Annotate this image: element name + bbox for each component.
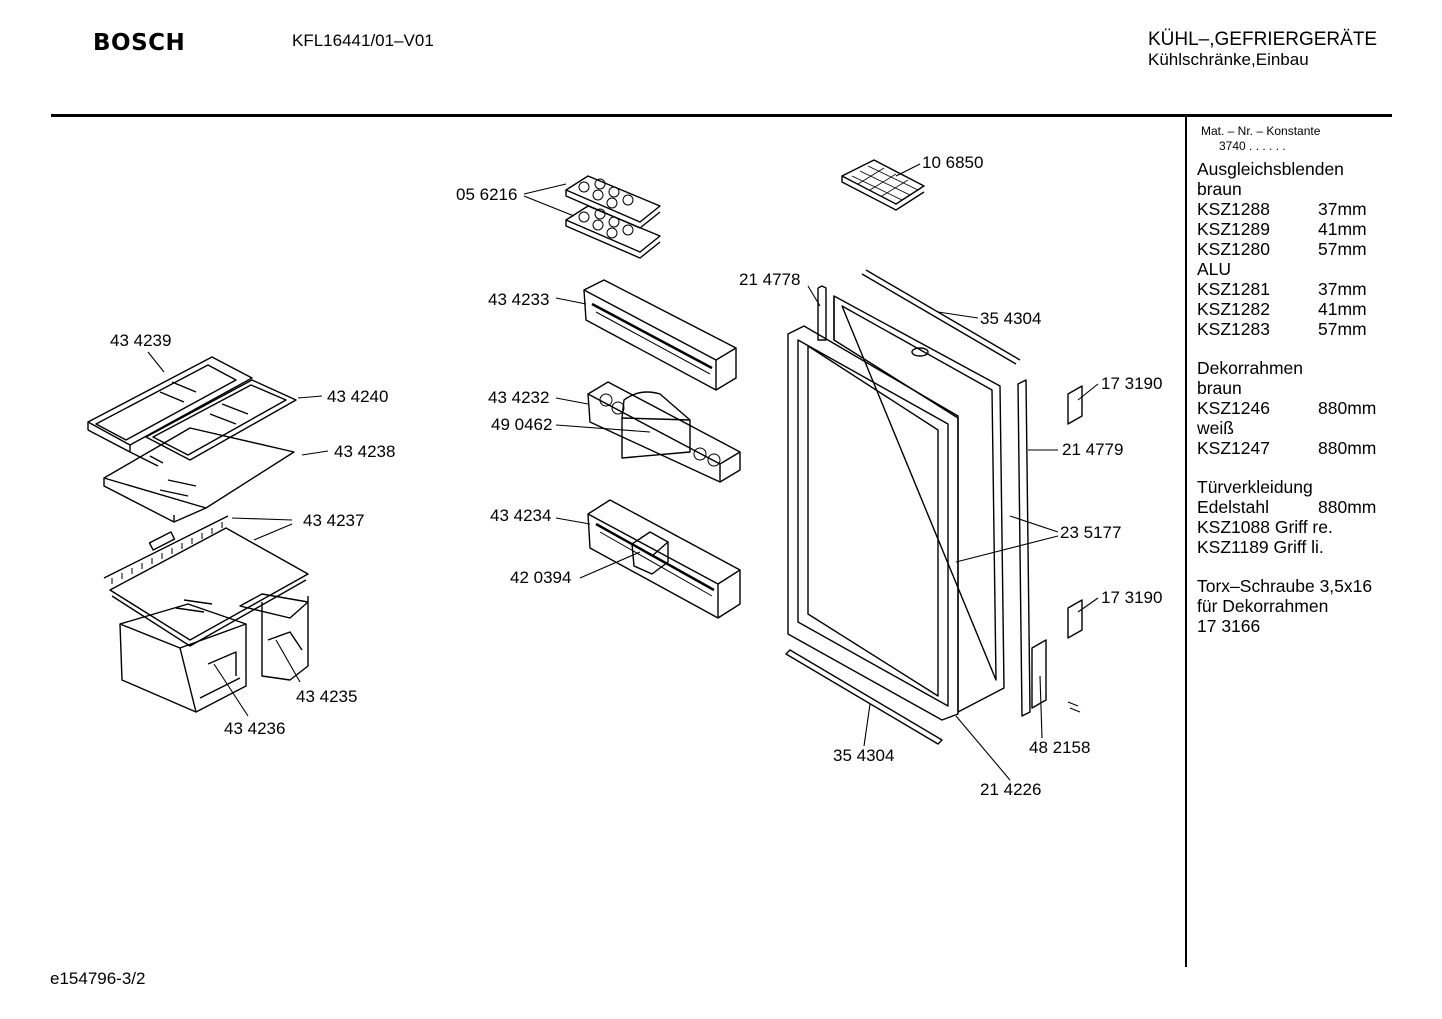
accessory-code: KSZ1282 — [1197, 299, 1270, 319]
part-label-056216: 05 6216 — [456, 185, 518, 204]
glass-shelf-434238 — [103, 427, 295, 523]
part-label-490462: 49 0462 — [491, 415, 553, 434]
accessory-row: Edelstahl 880mm — [1197, 497, 1392, 517]
crisper-drawer-434236 — [119, 603, 247, 713]
part-label-482158: 48 2158 — [1029, 738, 1091, 757]
accessory-code: KSZ1246 — [1197, 398, 1270, 418]
part-label-173190-top: 17 3190 — [1101, 374, 1163, 393]
part-label-420394: 42 0394 — [510, 568, 572, 587]
accessory-line: KSZ1088 Griff re. — [1197, 517, 1333, 537]
egg-tray-056216 — [565, 175, 661, 259]
handle-173190-bottom — [1067, 599, 1083, 639]
accessory-code: KSZ1288 — [1197, 199, 1270, 219]
part-label-434234: 43 4234 — [490, 506, 552, 525]
crisper-drawer-434235 — [239, 593, 309, 681]
accessory-row: KSZ1281 37mm — [1197, 279, 1392, 299]
section-dekorrahmen: Dekorrahmen braun KSZ1246 880mm weiß KSZ1… — [1197, 358, 1392, 458]
document-id: e154796-3/2 — [50, 969, 146, 988]
accessory-size: 41mm — [1318, 219, 1367, 239]
part-label-214779: 21 4779 — [1062, 440, 1124, 459]
model-number: KFL16441/01–V01 — [292, 31, 434, 50]
part-label-173190-bottom: 17 3190 — [1101, 588, 1163, 607]
color-label: weiß — [1197, 418, 1234, 438]
accessory-size: 57mm — [1318, 239, 1367, 259]
glass-shelf-434240 — [145, 379, 297, 461]
butter-lid-490462 — [621, 391, 691, 459]
part-label-434232: 43 4232 — [488, 388, 550, 407]
section-heading: Dekorrahmen — [1197, 358, 1304, 378]
part-label-354304-top: 35 4304 — [980, 309, 1042, 328]
part-label-214226: 21 4226 — [980, 780, 1042, 799]
door-shelf-434234 — [587, 499, 741, 619]
section-ausgleichsblenden: Ausgleichsblenden braun KSZ1288 37mm KSZ1… — [1197, 159, 1392, 339]
cover-plate-434237 — [103, 515, 309, 647]
door-seal-214226 — [787, 325, 959, 721]
hinge-482158 — [1031, 639, 1081, 713]
mat-number-value: 3740 . . . . . . — [1219, 139, 1286, 153]
part-label-434235: 43 4235 — [296, 687, 358, 706]
color-label: ALU — [1197, 259, 1232, 279]
accessory-line: 17 3166 — [1197, 616, 1261, 636]
accessory-size: 880mm — [1318, 497, 1377, 517]
section-torx-schraube: Torx–Schraube 3,5x16 für Dekorrahmen 17 … — [1197, 576, 1392, 636]
accessory-size: 41mm — [1318, 299, 1367, 319]
trim-strip-354304-bottom — [785, 649, 943, 745]
part-label-434237: 43 4237 — [303, 511, 365, 530]
section-heading: Ausgleichsblenden — [1197, 159, 1344, 179]
brand-logo: BOSCH — [93, 30, 186, 56]
accessory-size: 37mm — [1318, 199, 1367, 219]
accessory-code: KSZ1281 — [1197, 279, 1270, 299]
part-label-106850: 10 6850 — [922, 153, 984, 172]
accessory-size: 880mm — [1318, 398, 1377, 418]
sidebar-divider — [1185, 117, 1187, 967]
accessory-list: Mat. – Nr. – Konstante 3740 . . . . . . … — [1197, 124, 1392, 636]
door-frame — [817, 269, 1021, 713]
accessory-code: KSZ1283 — [1197, 319, 1270, 339]
accessory-row: KSZ1282 41mm — [1197, 299, 1392, 319]
door-shelf-434233 — [583, 279, 737, 391]
section-heading: Torx–Schraube 3,5x16 — [1197, 576, 1373, 596]
accessory-size: 37mm — [1318, 279, 1367, 299]
color-label: braun — [1197, 378, 1242, 398]
category-subtitle: Kühlschränke,Einbau — [1148, 50, 1309, 69]
accessory-line: KSZ1189 Griff li. — [1197, 537, 1324, 557]
side-trim-214779 — [1017, 379, 1031, 717]
leader-lines — [147, 163, 1099, 781]
section-tuerverkleidung: Türverkleidung Edelstahl 880mm KSZ1088 Gr… — [1197, 477, 1392, 557]
accessory-row: KSZ1280 57mm — [1197, 239, 1392, 259]
accessory-row: KSZ1246 880mm — [1197, 398, 1392, 418]
part-label-434238: 43 4238 — [334, 442, 396, 461]
accessory-size: 880mm — [1318, 438, 1377, 458]
mat-number-label: Mat. – Nr. – Konstante — [1201, 124, 1321, 138]
accessory-size: 57mm — [1318, 319, 1367, 339]
accessory-row: KSZ1288 37mm — [1197, 199, 1392, 219]
accessory-code: KSZ1280 — [1197, 239, 1270, 259]
shelf-frame-434239 — [87, 356, 253, 467]
accessory-code: KSZ1289 — [1197, 219, 1270, 239]
accessory-line: für Dekorrahmen — [1197, 596, 1329, 616]
accessory-row: KSZ1247 880mm — [1197, 438, 1392, 458]
divider-420394 — [631, 531, 669, 575]
ice-tray-106850 — [841, 159, 925, 211]
part-label-434233: 43 4233 — [488, 290, 550, 309]
part-label-214778: 21 4778 — [739, 270, 801, 289]
exploded-parts-diagram — [87, 159, 1099, 781]
section-heading: Türverkleidung — [1197, 477, 1313, 497]
part-label-235177: 23 5177 — [1060, 523, 1122, 542]
accessory-row: KSZ1283 57mm — [1197, 319, 1392, 339]
part-label-434240: 43 4240 — [327, 387, 389, 406]
part-label-354304-bottom: 35 4304 — [833, 746, 895, 765]
header-divider — [51, 114, 1392, 117]
part-label-434236: 43 4236 — [224, 719, 286, 738]
part-label-434239: 43 4239 — [110, 331, 172, 350]
accessory-code: KSZ1247 — [1197, 438, 1270, 458]
color-label: braun — [1197, 179, 1242, 199]
accessory-code: Edelstahl — [1197, 497, 1269, 517]
door-shelf-434232 — [587, 381, 741, 483]
accessory-row: KSZ1289 41mm — [1197, 219, 1392, 239]
category-title: KÜHL–,GEFRIERGERÄTE — [1148, 29, 1378, 50]
handle-173190-top — [1067, 385, 1083, 425]
